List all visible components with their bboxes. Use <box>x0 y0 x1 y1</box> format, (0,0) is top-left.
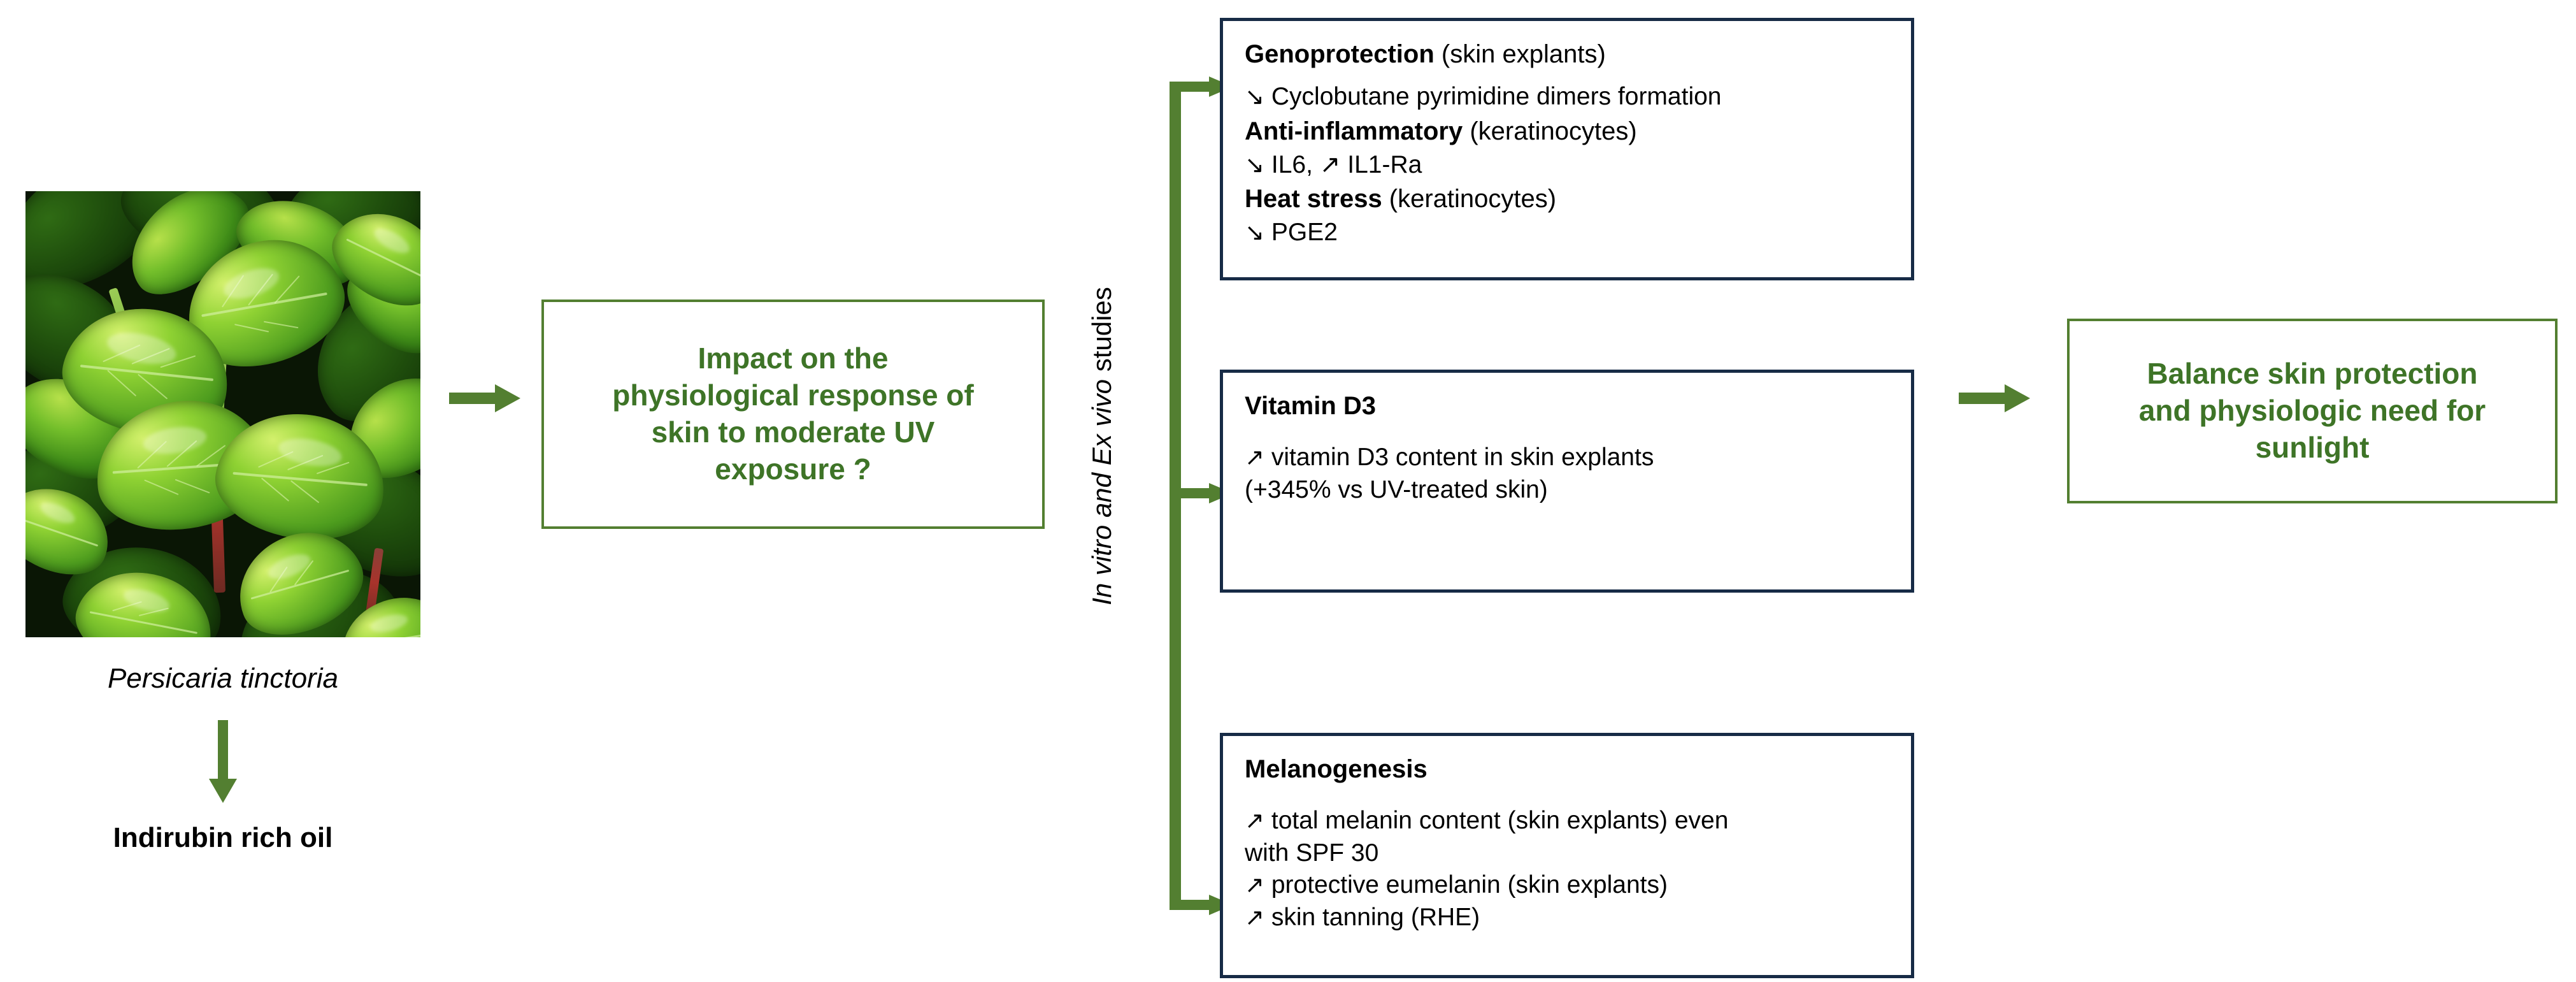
melanogenesis-finding-2-text: protective eumelanin (skin explants) <box>1271 871 1668 899</box>
result-box-melanogenesis: Melanogenesis ↗ total melanin content (s… <box>1220 733 1914 978</box>
melanogenesis-heading-bold: Melanogenesis <box>1245 755 1428 783</box>
heat-stress-heading: Heat stress (keratinocytes) <box>1245 182 1889 215</box>
down-right-arrow-icon: ↘ <box>1245 83 1265 110</box>
up-right-arrow-icon: ↗ <box>1245 872 1265 899</box>
vitamin-d3-heading: Vitamin D3 <box>1245 389 1889 422</box>
product-caption: Indirubin rich oil <box>113 822 333 853</box>
melanogenesis-finding-1-cont-text: with SPF 30 <box>1245 839 1379 867</box>
conclusion-line-2: and physiologic need for <box>2138 394 2486 428</box>
anti-inflammatory-heading: Anti-inflammatory (keratinocytes) <box>1245 115 1889 148</box>
arrow-down-to-product <box>204 720 242 806</box>
vitamin-d3-finding-2-text: (+345% vs UV-treated skin) <box>1245 475 1548 503</box>
down-right-arrow-icon: ↘ <box>1245 219 1265 246</box>
melanogenesis-finding-1-text: total melanin content (skin explants) ev… <box>1271 807 1729 834</box>
melanogenesis-finding-2: ↗ protective eumelanin (skin explants) <box>1245 869 1889 902</box>
genoprotection-heading: Genoprotection (skin explants) <box>1245 38 1889 71</box>
conclusion-box: Balance skin protection and physiologic … <box>2067 319 2558 503</box>
vitamin-d3-finding-2: (+345% vs UV-treated skin) <box>1245 474 1889 507</box>
heat-stress-finding: ↘ PGE2 <box>1245 217 1889 249</box>
up-right-arrow-icon: ↗ <box>1245 807 1265 834</box>
arrow-right-to-conclusion <box>1959 379 2032 417</box>
plant-photograph <box>25 191 420 637</box>
melanogenesis-finding-1: ↗ total melanin content (skin explants) … <box>1245 805 1889 837</box>
vitamin-d3-finding-1-text: vitamin D3 content in skin explants <box>1271 444 1654 471</box>
heat-stress-finding-text: PGE2 <box>1271 219 1338 247</box>
question-line-2: physiological response of <box>612 379 974 412</box>
studies-axis-label: In vitro and Ex vivo studies <box>1080 217 1124 675</box>
species-caption: Persicaria tinctoria <box>108 663 338 694</box>
genoprotection-finding-1-text: Cyclobutane pyrimidine dimers formation <box>1271 83 1722 110</box>
research-question-box: Impact on the physiological response of … <box>541 300 1045 529</box>
vitamin-d3-heading-bold: Vitamin D3 <box>1245 392 1376 420</box>
anti-inflammatory-finding: ↘ IL6, ↗ IL1-Ra <box>1245 149 1889 182</box>
genoprotection-heading-bold: Genoprotection <box>1245 40 1435 68</box>
melanogenesis-finding-3-text: skin tanning (RHE) <box>1271 904 1480 932</box>
anti-inflammatory-heading-sub: (keratinocytes) <box>1463 117 1637 145</box>
question-line-3: skin to moderate UV <box>651 415 935 449</box>
question-line-1: Impact on the <box>698 342 889 375</box>
genoprotection-finding-1: ↘ Cyclobutane pyrimidine dimers formatio… <box>1245 81 1889 113</box>
melanogenesis-finding-3: ↗ skin tanning (RHE) <box>1245 902 1889 934</box>
genoprotection-heading-sub: (skin explants) <box>1434 40 1606 68</box>
studies-label-italic: In vitro and Ex vivo <box>1087 379 1117 605</box>
result-box-vitamin-d3: Vitamin D3 ↗ vitamin D3 content in skin … <box>1220 370 1914 593</box>
melanogenesis-finding-1-cont: with SPF 30 <box>1245 837 1889 870</box>
melanogenesis-heading: Melanogenesis <box>1245 753 1889 786</box>
vitamin-d3-finding-1: ↗ vitamin D3 content in skin explants <box>1245 442 1889 474</box>
anti-inflammatory-heading-bold: Anti-inflammatory <box>1245 117 1463 145</box>
result-box-genoprotection: Genoprotection (skin explants) ↘ Cyclobu… <box>1220 18 1914 280</box>
arrow-right-to-question <box>449 379 522 417</box>
up-right-arrow-icon: ↗ <box>1245 444 1265 470</box>
heat-stress-heading-bold: Heat stress <box>1245 185 1382 213</box>
heat-stress-heading-sub: (keratinocytes) <box>1382 185 1557 213</box>
studies-label-plain: studies <box>1087 287 1117 372</box>
research-question-text: Impact on the physiological response of … <box>594 340 991 488</box>
conclusion-line-1: Balance skin protection <box>2147 357 2478 391</box>
anti-inflammatory-finding-text: IL6, ↗ IL1-Ra <box>1271 150 1422 178</box>
question-line-4: exposure ? <box>715 452 871 486</box>
down-right-arrow-icon: ↘ <box>1245 151 1265 178</box>
conclusion-text: Balance skin protection and physiologic … <box>2124 356 2501 466</box>
conclusion-line-3: sunlight <box>2255 430 2370 464</box>
up-right-arrow-icon: ↗ <box>1245 904 1265 931</box>
